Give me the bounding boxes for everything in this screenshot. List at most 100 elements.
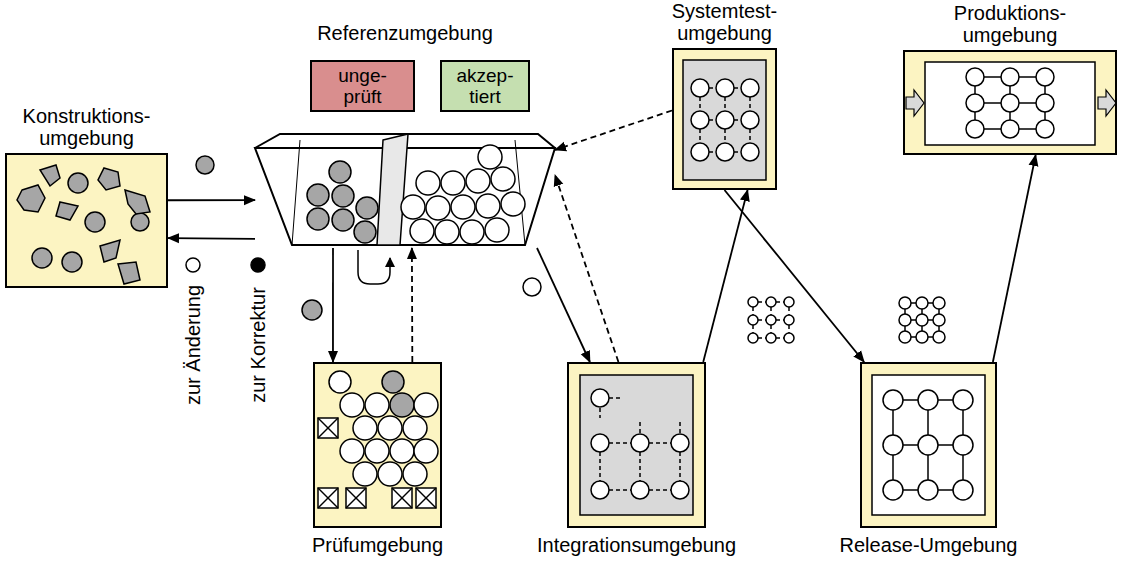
environment-box: Konstruktions- umgebung <box>5 153 168 288</box>
flow-arrow <box>703 190 747 362</box>
component-link <box>392 488 412 508</box>
checked-part <box>318 488 338 508</box>
component-ball <box>478 145 502 169</box>
component-link <box>318 418 338 438</box>
component-ball <box>353 462 377 486</box>
flow-arrow <box>537 248 590 362</box>
flow-arrow <box>906 90 1116 116</box>
component-link <box>1019 76 1036 78</box>
feedback-arrow <box>555 110 672 149</box>
component-ball <box>691 143 709 161</box>
component-link <box>892 410 894 435</box>
component-ball <box>899 314 911 326</box>
environment-box: Produktions- umgebung <box>903 50 1117 155</box>
component-ball <box>953 435 973 455</box>
component-ball <box>631 434 649 452</box>
component-ball <box>953 390 973 410</box>
raw-part <box>17 185 45 212</box>
component-ball <box>390 439 414 463</box>
component-link <box>1044 112 1046 120</box>
component-ball <box>441 171 465 195</box>
component-link <box>788 307 790 315</box>
component-ball <box>748 333 758 343</box>
return-arrow <box>358 250 390 284</box>
component-ball <box>353 416 377 440</box>
environment-box: Integrationsumgebung <box>567 362 706 528</box>
component-link <box>749 97 751 111</box>
component-ball <box>186 258 200 272</box>
component-ball <box>340 393 364 417</box>
component-link <box>1009 112 1011 120</box>
component-link <box>770 307 772 315</box>
component-ball <box>741 79 759 97</box>
component-ball <box>748 315 758 325</box>
status-box: unge- prüft <box>310 60 415 112</box>
environment-title: Systemtest- umgebung <box>660 0 790 44</box>
raw-part <box>85 212 105 232</box>
component-link <box>903 399 918 401</box>
component-ball <box>251 258 265 272</box>
box-fill <box>5 48 1117 528</box>
hopper <box>255 134 555 245</box>
component-ball <box>186 145 541 320</box>
component-ball <box>354 221 376 243</box>
status-box: akzep- tiert <box>440 60 530 112</box>
status-label: akzep- tiert <box>452 65 518 107</box>
component-ball <box>329 161 351 183</box>
component-link <box>346 488 366 508</box>
component-link <box>318 488 338 508</box>
component-link <box>984 128 1001 130</box>
component-grid <box>318 68 1054 508</box>
component-link <box>639 452 641 481</box>
component-ball <box>365 439 389 463</box>
component-link <box>938 399 953 401</box>
raw-part <box>118 262 140 284</box>
component-ball <box>485 218 509 242</box>
component-link <box>734 151 741 153</box>
component-ball <box>716 143 734 161</box>
flow-arrow <box>1098 90 1116 116</box>
component-link <box>318 418 338 438</box>
component-link <box>679 420 681 433</box>
component-link <box>599 408 601 418</box>
raw-part <box>98 168 120 190</box>
component-ball <box>186 145 541 296</box>
component-ball <box>426 196 450 220</box>
component-link <box>788 325 790 333</box>
component-link <box>724 97 726 111</box>
raw-part <box>32 248 52 268</box>
checked-part <box>392 488 412 508</box>
component-ball <box>378 416 402 440</box>
component-link <box>752 307 754 315</box>
component-link <box>734 87 741 89</box>
inner-panel <box>872 375 985 515</box>
component-ball <box>382 371 404 393</box>
component-ball <box>390 393 414 417</box>
flow-label: zur Änderung <box>182 285 204 405</box>
hopper <box>377 134 408 245</box>
flow-arrow <box>332 248 334 362</box>
component-link <box>749 129 751 143</box>
component-link <box>776 319 784 321</box>
component-ball <box>1001 94 1019 112</box>
component-link <box>984 76 1001 78</box>
environment-box: Systemtest- umgebung <box>672 48 777 190</box>
hopper-box: Referenzumgebung unge- prüft akzep- tiert <box>255 20 555 248</box>
component-link <box>724 129 726 143</box>
box-fill <box>903 50 1117 155</box>
component-link <box>984 102 1001 104</box>
component-ball <box>883 435 903 455</box>
component-ball <box>1036 94 1054 112</box>
component-link <box>346 488 366 508</box>
component-ball <box>966 120 984 138</box>
component-link <box>903 489 918 491</box>
component-ball <box>356 197 378 219</box>
inner-panel <box>580 60 1095 515</box>
environment-title: Referenzumgebung <box>265 22 545 44</box>
component-ball <box>414 393 438 417</box>
environment-box: Release-Umgebung <box>860 362 997 528</box>
component-link <box>962 455 964 480</box>
component-ball <box>916 297 928 309</box>
